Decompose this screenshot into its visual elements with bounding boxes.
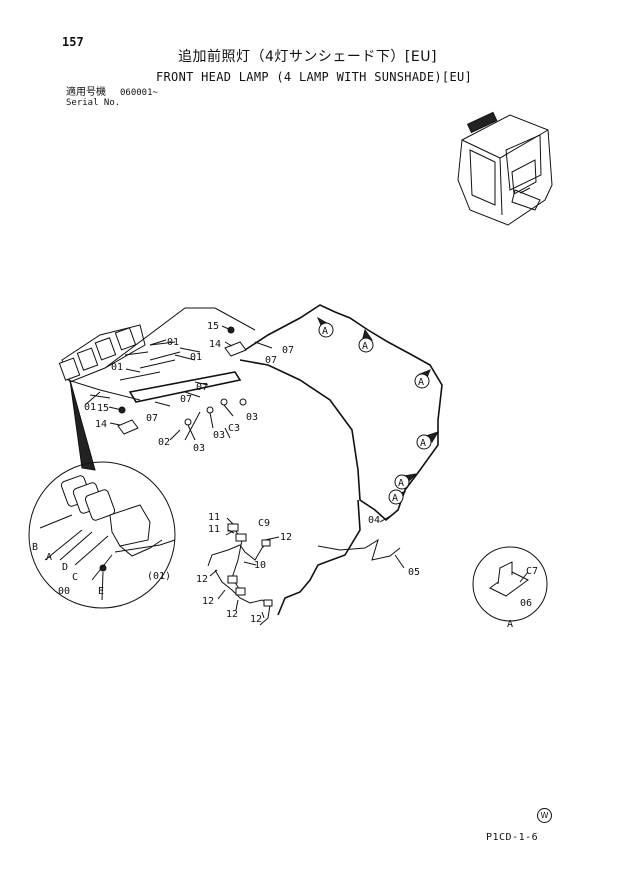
detail-label-c7: C7 [526,566,538,577]
callout-12: 12 [226,609,238,620]
marker-a-1: A [316,316,334,338]
harness-04 [239,304,443,522]
callout-c9: C9 [258,518,270,529]
callout-11: 11 [208,524,220,535]
callout-14: 14 [95,419,107,430]
svg-text:A: A [322,326,328,337]
detail-label-d: D [62,562,68,573]
detail-circle-a: C7 06 A [472,546,548,630]
harness-markers: A A A A A A [316,316,440,505]
callout-03: 03 [246,412,258,423]
callout-07: 07 [146,413,158,424]
marker-a-3: A [414,369,431,389]
callout-15: 15 [97,403,109,414]
title-english: FRONT HEAD LAMP (4 LAMP WITH SUNSHADE)[E… [156,70,473,84]
callout-04: 04 [368,515,380,526]
callout-labels: 15 14 01 01 01 07 07 07 07 07 01 15 14 0… [84,321,420,625]
callout-03: 03 [213,430,225,441]
marker-a-2: A [358,328,374,353]
svg-text:A: A [362,341,368,352]
detail-label-a: A [46,552,52,563]
callout-07: 07 [282,345,294,356]
serial-label-japanese: 適用号機 [66,87,106,98]
callout-02: 02 [158,437,170,448]
marker-a-6: A [388,489,407,505]
callout-12: 12 [202,596,214,607]
leader-lines [84,325,405,619]
detail-label-c: C [72,572,78,583]
detail-label-b: B [32,542,38,553]
page-number: 157 [62,35,84,49]
page-code: P1CD-1-6 [486,832,539,843]
detail-label-e: E [98,586,104,597]
detail-pointer [69,379,96,471]
title-japanese: 追加前照灯（4灯サンシェード下）[EU] [178,49,437,65]
svg-text:A: A [420,438,426,449]
callout-01: 01 [190,352,202,363]
callout-01: 01 [111,362,123,373]
callout-05: 05 [408,567,420,578]
detail-label-a: A [507,619,513,630]
cab-illustration [457,111,553,226]
callout-01: 01 [84,402,96,413]
bracket-plate-lower [117,419,139,435]
callout-11: 11 [208,512,220,523]
marker-a-5: A [394,473,418,490]
serial-label-english: Serial No. [66,98,121,108]
callout-12: 12 [280,532,292,543]
harness-12 [207,523,273,626]
harness-05 [277,499,361,616]
w-mark-icon: W [537,808,552,823]
callout-15: 15 [207,321,219,332]
callout-c3: C3 [228,423,240,434]
svg-text:A: A [398,478,404,489]
sunshade-lamp-icon [466,111,498,134]
serial-number-value: 060001~ [120,88,158,98]
callout-07: 07 [196,382,208,393]
callout-12: 12 [250,614,262,625]
callout-14: 14 [209,339,221,350]
callout-07: 07 [265,355,277,366]
marker-a-4: A [416,431,440,450]
detail-label-01: (01) [147,571,171,582]
callout-07: 07 [180,394,192,405]
callout-10: 10 [254,560,266,571]
detail-circle-lamp: B A D C 00 E (01) [28,379,176,609]
callout-03: 03 [193,443,205,454]
detail-label-00: 00 [58,586,70,597]
callout-12: 12 [196,574,208,585]
callout-01: 01 [167,337,179,348]
detail-label-06: 06 [520,598,532,609]
svg-text:A: A [418,377,424,388]
svg-text:A: A [392,493,398,504]
lamp-assembly [58,307,256,441]
